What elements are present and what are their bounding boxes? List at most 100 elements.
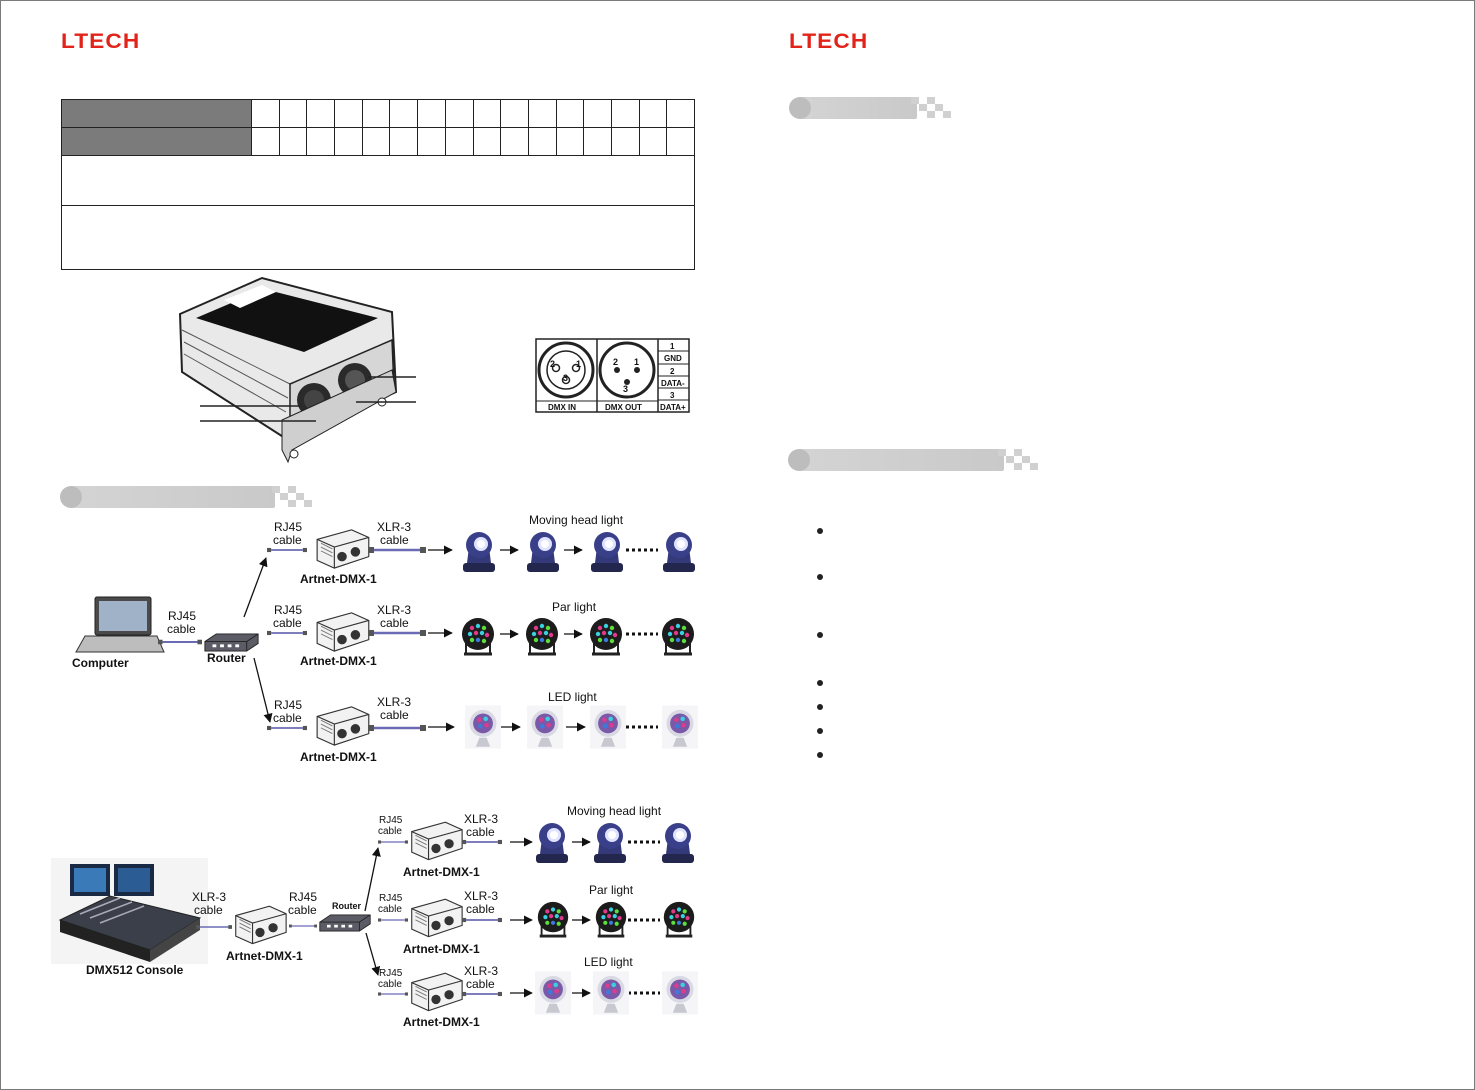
spec-table-header-cell xyxy=(62,100,251,127)
spec-table-cell xyxy=(389,100,417,127)
rj45-cable-icon xyxy=(378,991,408,997)
section-header-wiring xyxy=(60,486,312,510)
spec-table-cell xyxy=(417,128,445,155)
spec-table-cell xyxy=(666,128,694,155)
spec-table-header-cell xyxy=(62,128,251,155)
section-header-right-features xyxy=(788,449,1038,473)
spec-table-cell xyxy=(472,100,501,127)
pin-label: 3 xyxy=(563,373,569,383)
brand-logo-right: LTECH xyxy=(789,30,869,53)
cable-label: cable xyxy=(380,708,409,722)
spec-table-row xyxy=(62,100,694,128)
cable-label: cable xyxy=(466,825,495,839)
spec-table-cell xyxy=(278,100,307,127)
rj45-cable-icon xyxy=(267,546,307,554)
spec-table-cell xyxy=(306,100,334,127)
diagram1-connections xyxy=(243,545,658,732)
artnet-device-icon xyxy=(411,898,463,938)
spec-table-cell xyxy=(334,128,362,155)
router-icon xyxy=(319,914,371,932)
artnet-device-icon xyxy=(411,972,463,1012)
feature-bullet-icon xyxy=(817,632,823,638)
cable-label: cable xyxy=(380,533,409,547)
spec-table-cell xyxy=(638,128,667,155)
dmx-pinout-diagram xyxy=(535,338,690,413)
rj45-cable-icon xyxy=(378,917,408,923)
cable-label: RJ45 xyxy=(168,609,197,623)
dmx-in-label: DMX IN xyxy=(548,403,576,412)
device-label: Artnet-DMX-1 xyxy=(403,1015,480,1029)
xlr-cable-icon xyxy=(368,546,426,554)
spec-table-cell xyxy=(500,100,528,127)
router-label: Router xyxy=(332,901,361,911)
cable-label: cable xyxy=(273,711,302,725)
artnet-device-icon xyxy=(411,821,463,861)
router-label: Router xyxy=(207,651,246,665)
device-label: Artnet-DMX-1 xyxy=(300,750,377,764)
pin-table-label: DATA+ xyxy=(660,403,686,412)
pin-table-label: 3 xyxy=(670,391,675,400)
section-header-right-top xyxy=(789,97,954,121)
cable-label: RJ45 xyxy=(274,698,303,712)
spec-table-cell xyxy=(555,100,584,127)
xlr-cable-icon xyxy=(368,629,426,637)
controller-device-illustration xyxy=(178,276,416,464)
xlr-cable-icon xyxy=(462,916,502,924)
section-bullet-icon xyxy=(788,449,810,471)
brand-logo-left: LTECH xyxy=(61,30,141,53)
device-label: Artnet-DMX-1 xyxy=(403,942,480,956)
spec-table-cell xyxy=(417,100,445,127)
rj45-cable-icon xyxy=(267,724,307,732)
feature-bullet-icon xyxy=(817,574,823,580)
cable-label: cable xyxy=(378,904,402,915)
spec-table-cell xyxy=(527,100,556,127)
cable-label: XLR-3 xyxy=(377,520,412,534)
pin-label: 3 xyxy=(623,384,629,394)
artnet-device-icon xyxy=(316,612,370,652)
artnet-device-icon xyxy=(316,706,370,746)
par-light-icon xyxy=(588,616,624,656)
feature-bullet-icon xyxy=(817,680,823,686)
dmx512-console-icon xyxy=(51,858,208,964)
spec-table-cell xyxy=(334,100,362,127)
spec-table-cell xyxy=(527,128,556,155)
device-label: Artnet-DMX-1 xyxy=(226,949,303,963)
spec-table-cell xyxy=(583,100,611,127)
spec-table-cell xyxy=(610,128,639,155)
console-label: DMX512 Console xyxy=(86,963,184,977)
light-type-label: LED light xyxy=(548,690,597,704)
led-light-icon xyxy=(662,971,698,1015)
led-light-icon xyxy=(662,705,698,749)
spec-table-cell xyxy=(583,128,611,155)
pin-table-label: 2 xyxy=(670,367,675,376)
rj45-cable-icon xyxy=(289,923,317,929)
cable-label: cable xyxy=(273,533,302,547)
spec-table-cell xyxy=(278,128,307,155)
light-type-label: Moving head light xyxy=(529,513,624,527)
moving-head-light-icon xyxy=(663,532,695,572)
computer-icon xyxy=(75,596,165,653)
cable-label: cable xyxy=(380,616,409,630)
cable-label: cable xyxy=(378,826,402,837)
led-light-icon xyxy=(590,705,626,749)
spec-table-row xyxy=(62,128,694,156)
cable-label: RJ45 xyxy=(379,893,403,904)
par-light-icon xyxy=(460,616,496,656)
cable-label: XLR-3 xyxy=(464,889,499,903)
led-light-icon xyxy=(535,971,571,1015)
pin-label: 1 xyxy=(576,359,582,369)
feature-bullet-icon xyxy=(817,704,823,710)
cable-label: cable xyxy=(378,979,402,990)
cable-label: RJ45 xyxy=(274,520,303,534)
spec-table xyxy=(61,99,695,270)
par-light-icon xyxy=(536,900,570,938)
cable-label: RJ45 xyxy=(289,890,318,904)
pin-label: 2 xyxy=(550,359,556,369)
spec-table-cell xyxy=(555,128,584,155)
device-label: Artnet-DMX-1 xyxy=(300,654,377,668)
dmx-out-label: DMX OUT xyxy=(605,403,642,412)
feature-bullet-icon xyxy=(817,528,823,534)
light-type-label: Moving head light xyxy=(567,804,662,818)
feature-bullet-icon xyxy=(817,752,823,758)
